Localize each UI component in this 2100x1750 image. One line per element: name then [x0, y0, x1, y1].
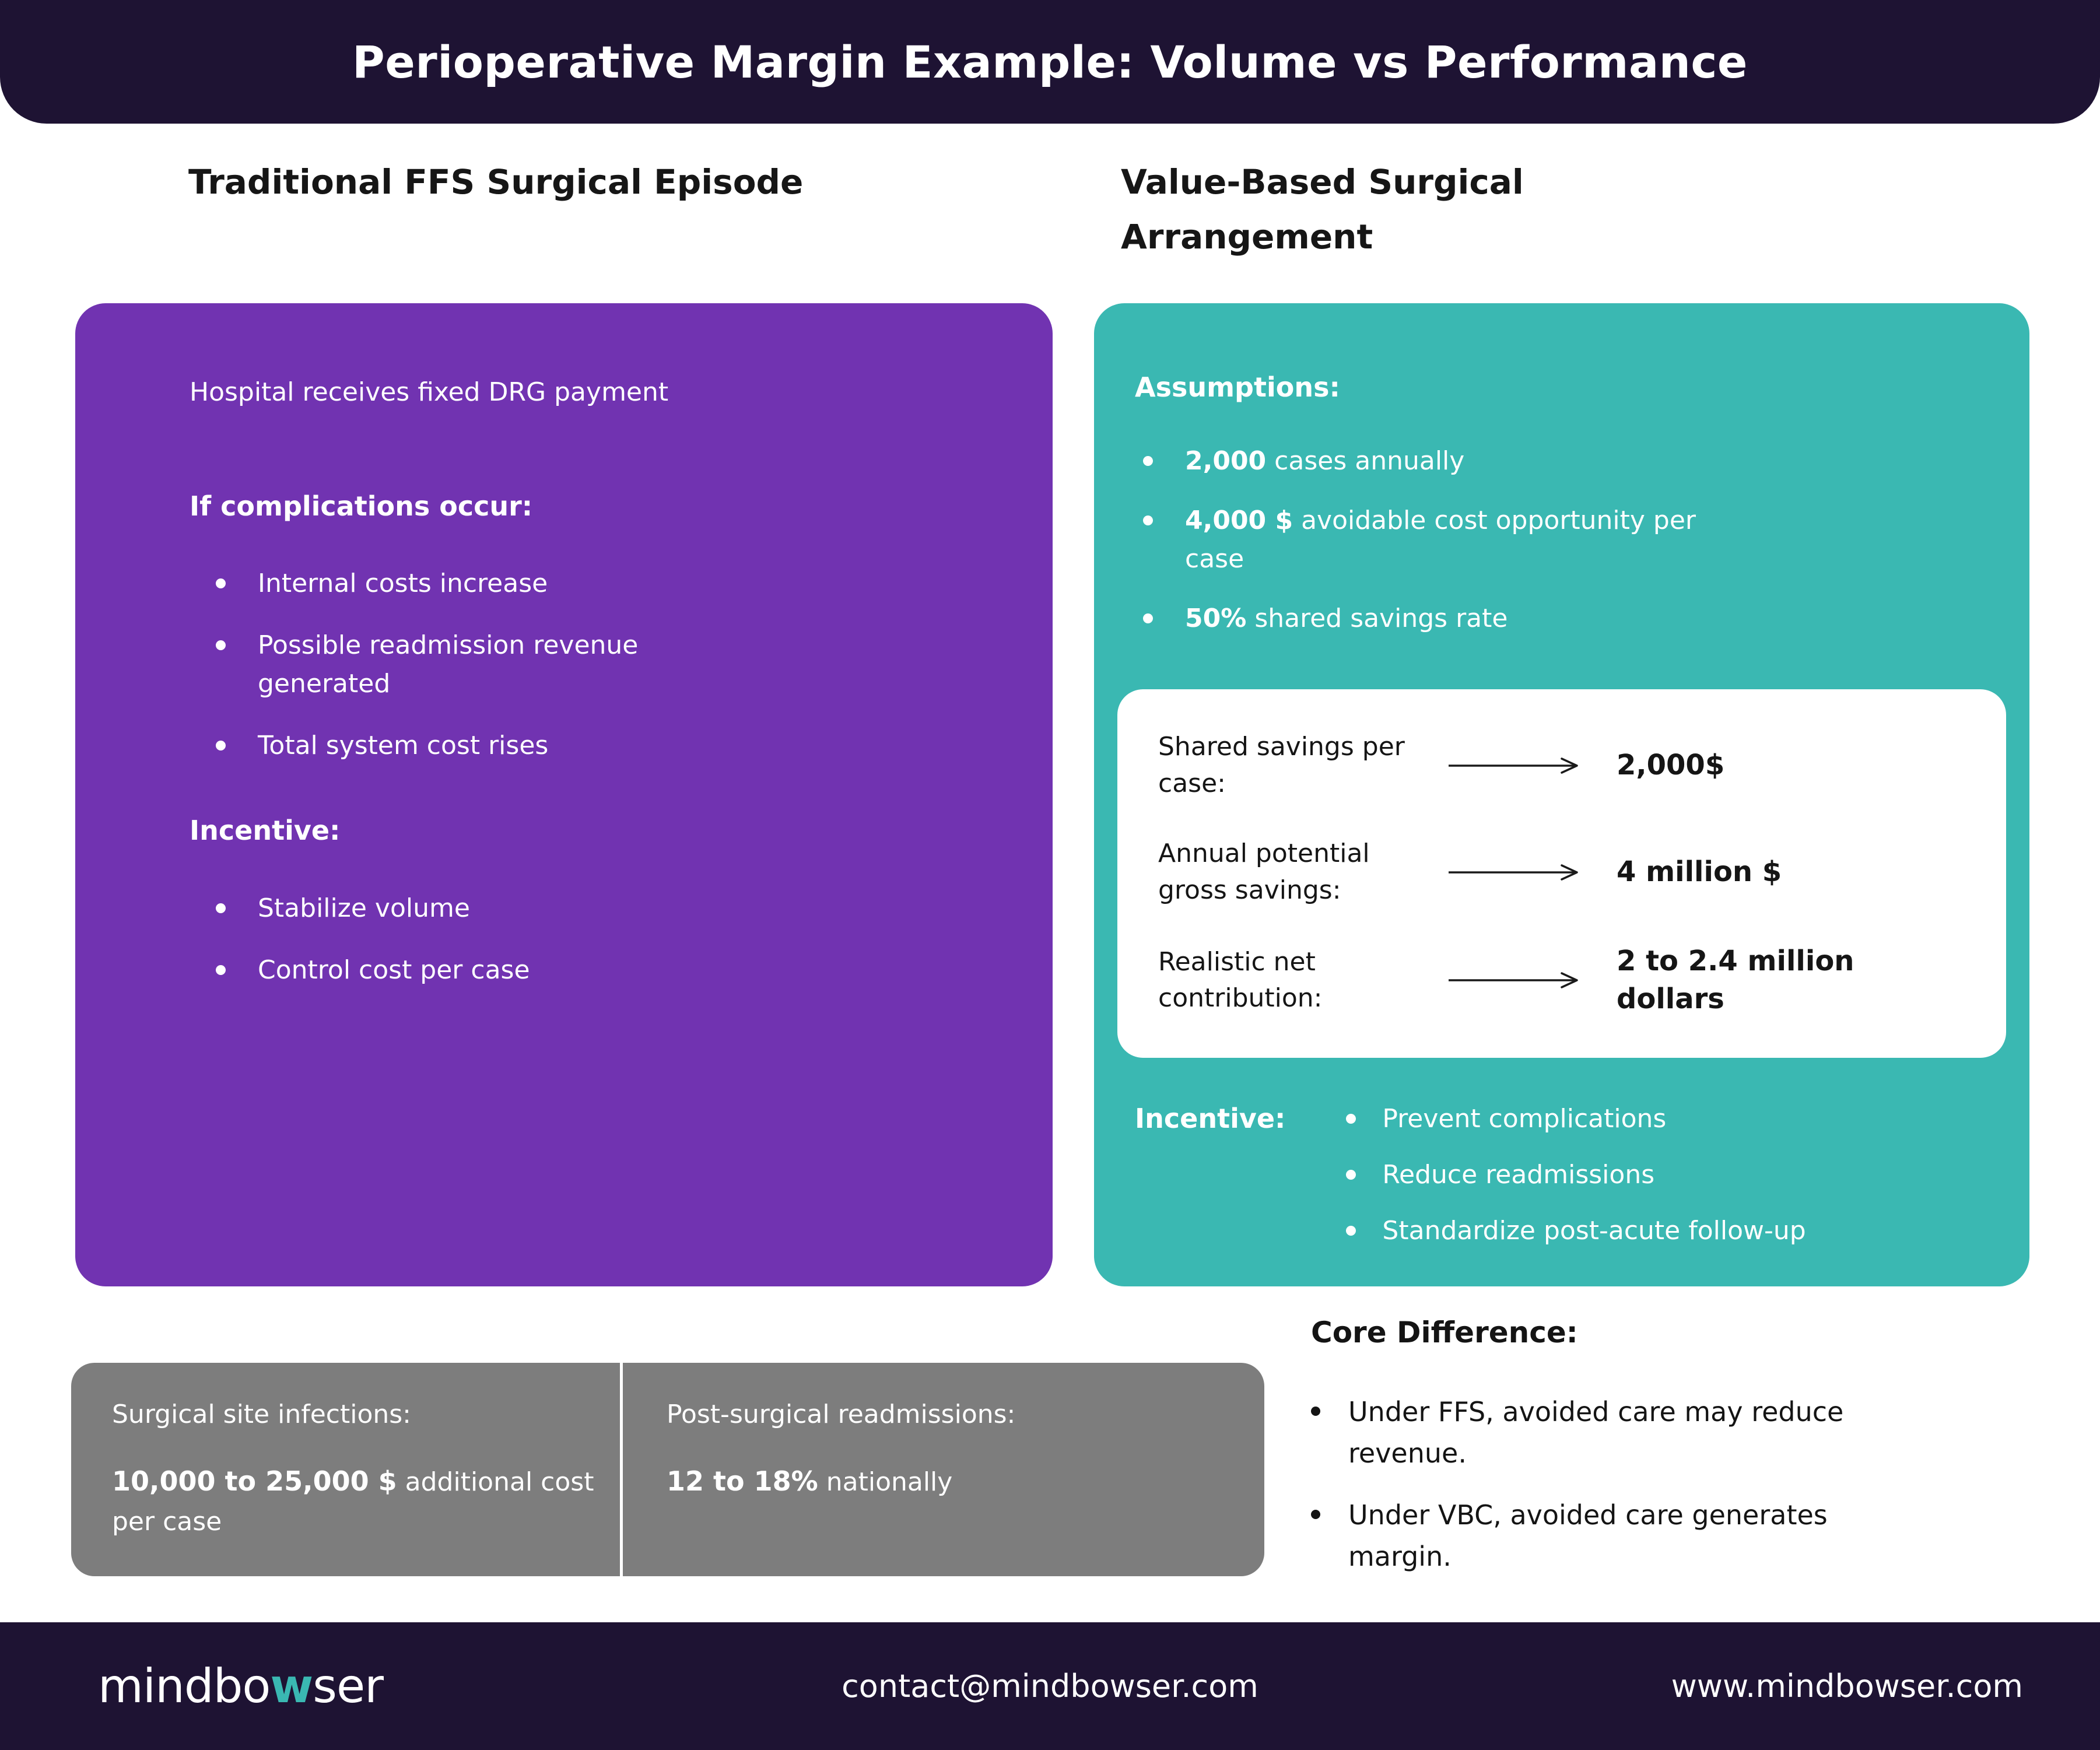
- assumption-value: 50%: [1185, 604, 1247, 634]
- savings-label: Shared savings per case:: [1158, 732, 1405, 798]
- bullet-dot-icon: [1346, 1169, 1356, 1180]
- stat-value: 12 to 18% nationally: [667, 1461, 1155, 1502]
- logo-accent-letter: w: [270, 1659, 313, 1713]
- core-difference: Core Difference: Under FFS, avoided care…: [1311, 1316, 2081, 1577]
- list-item-text: 50% shared savings rate: [1185, 599, 1507, 638]
- stat-value-bold: 10,000 to 25,000 $: [112, 1465, 397, 1497]
- core-difference-heading: Core Difference:: [1311, 1316, 1578, 1349]
- website-link[interactable]: www.mindbowser.com: [1671, 1668, 2023, 1705]
- list-item-text: 2,000 cases annually: [1185, 442, 1464, 481]
- vbc-incentive-heading: Incentive:: [1135, 1102, 1286, 1134]
- list-item-text: Standardize post-acute follow-up: [1382, 1215, 1806, 1246]
- bullet-dot-icon: [1311, 1407, 1320, 1416]
- list-item-text: Total system cost rises: [258, 731, 549, 761]
- vbc-incentive-row: Incentive: Prevent complications Reduce …: [1135, 1100, 1996, 1250]
- list-item-text: Stabilize volume: [258, 893, 470, 923]
- page-title: Perioperative Margin Example: Volume vs …: [352, 36, 1748, 88]
- list-item: Possible readmission revenue generated: [190, 626, 1000, 703]
- vbc-assumptions-list: 2,000 cases annually 4,000 $ avoidable c…: [1135, 442, 1996, 638]
- ffs-complications-list: Internal costs increase Possible readmis…: [190, 564, 1000, 765]
- savings-row: Shared savings per case: 2,000$: [1158, 729, 1965, 802]
- bullet-dot-icon: [216, 741, 226, 751]
- list-item: Under FFS, avoided care may reduce reven…: [1311, 1391, 2081, 1475]
- savings-row: Annual potential gross savings: 4 millio…: [1158, 836, 1965, 909]
- savings-label: Realistic net contribution:: [1158, 946, 1323, 1013]
- assumption-rest: shared savings rate: [1246, 604, 1508, 634]
- stat-label: Post-surgical readmissions:: [667, 1400, 1016, 1429]
- bullet-dot-icon: [216, 640, 226, 651]
- list-item: 2,000 cases annually: [1135, 442, 1996, 481]
- ffs-incentive-heading: Incentive:: [190, 815, 341, 847]
- stat-value-rest: additional cost per case: [112, 1467, 594, 1537]
- stat-surgical-site-infections: Surgical site infections: 10,000 to 25,0…: [71, 1363, 620, 1576]
- list-item: Prevent complications: [1338, 1100, 1805, 1138]
- savings-value: 4 million $: [1617, 855, 1782, 889]
- bullet-dot-icon: [1346, 1225, 1356, 1236]
- stat-label: Surgical site infections:: [112, 1400, 412, 1429]
- bullet-dot-icon: [216, 965, 226, 975]
- footer-inner: mindbowser contact@mindbowser.com www.mi…: [0, 1622, 2100, 1750]
- stat-post-surgical-readmissions: Post-surgical readmissions: 12 to 18% na…: [623, 1363, 1264, 1576]
- right-arrow-icon: [1449, 757, 1578, 774]
- stat-value: 10,000 to 25,000 $ additional cost per c…: [112, 1461, 597, 1542]
- savings-value: 2 to 2.4 million dollars: [1617, 945, 1854, 1016]
- bullet-dot-icon: [216, 578, 226, 589]
- list-item: Reduce readmissions: [1338, 1156, 1805, 1194]
- vertical-divider: [620, 1363, 623, 1576]
- bullet-dot-icon: [1311, 1509, 1320, 1519]
- mindbowser-logo: mindbowser: [98, 1659, 384, 1713]
- bullet-dot-icon: [1143, 613, 1153, 624]
- list-item-text: Internal costs increase: [258, 569, 548, 599]
- ffs-intro: Hospital receives fixed DRG payment: [190, 377, 669, 407]
- list-item-text: Possible readmission revenue generated: [258, 630, 639, 699]
- header-bar: Perioperative Margin Example: Volume vs …: [0, 0, 2100, 124]
- right-column-heading: Value-Based Surgical Arrangement: [1121, 162, 1524, 257]
- bullet-dot-icon: [216, 903, 226, 913]
- assumption-rest: avoidable cost opportunity per case: [1185, 506, 1696, 574]
- ffs-incentive-list: Stabilize volume Control cost per case: [190, 889, 1000, 990]
- right-arrow-icon: [1449, 972, 1578, 988]
- bullet-dot-icon: [1143, 456, 1153, 467]
- list-item: Stabilize volume: [190, 889, 1000, 928]
- list-item-text: Under VBC, avoided care generates margin…: [1348, 1499, 1828, 1572]
- stat-value-rest: nationally: [818, 1467, 953, 1497]
- list-item-text: 4,000 $ avoidable cost opportunity per c…: [1185, 501, 1739, 578]
- ffs-panel: Hospital receives fixed DRG payment If c…: [75, 303, 1053, 1286]
- list-item: Under VBC, avoided care generates margin…: [1311, 1495, 2081, 1578]
- left-column-heading: Traditional FFS Surgical Episode: [188, 162, 804, 202]
- right-arrow-icon: [1449, 864, 1578, 881]
- assumption-value: 4,000 $: [1185, 506, 1293, 536]
- core-difference-list: Under FFS, avoided care may reduce reven…: [1311, 1391, 2081, 1577]
- contact-email-link[interactable]: contact@mindbowser.com: [842, 1668, 1258, 1705]
- stat-value-bold: 12 to 18%: [667, 1465, 818, 1497]
- stats-box: Surgical site infections: 10,000 to 25,0…: [71, 1363, 1264, 1576]
- vbc-assumptions-heading: Assumptions:: [1135, 371, 1340, 403]
- list-item-text: Prevent complications: [1382, 1103, 1667, 1134]
- savings-box: Shared savings per case: 2,000$ Annual p…: [1117, 689, 2006, 1058]
- list-item-text: Control cost per case: [258, 955, 530, 985]
- bullet-dot-icon: [1143, 515, 1153, 526]
- savings-row: Realistic net contribution: 2 to 2.4 mil…: [1158, 942, 1965, 1018]
- list-item-text: Under FFS, avoided care may reduce reven…: [1348, 1396, 1844, 1470]
- ffs-complications-heading: If complications occur:: [190, 490, 533, 522]
- assumption-rest: cases annually: [1266, 446, 1465, 476]
- logo-part: ser: [313, 1659, 384, 1713]
- list-item-text: Reduce readmissions: [1382, 1159, 1655, 1190]
- logo-part: mindbo: [98, 1659, 271, 1713]
- savings-label: Annual potential gross savings:: [1158, 839, 1370, 905]
- footer-bar: mindbowser contact@mindbowser.com www.mi…: [0, 1622, 2100, 1750]
- assumption-value: 2,000: [1185, 446, 1267, 476]
- vbc-incentive-list: Prevent complications Reduce readmission…: [1338, 1100, 1806, 1250]
- list-item: 4,000 $ avoidable cost opportunity per c…: [1135, 501, 1996, 578]
- savings-value: 2,000$: [1617, 749, 1725, 782]
- list-item: 50% shared savings rate: [1135, 599, 1996, 638]
- list-item: Total system cost rises: [190, 727, 1000, 765]
- list-item: Internal costs increase: [190, 564, 1000, 603]
- list-item: Control cost per case: [190, 951, 1000, 990]
- vbc-panel: Assumptions: 2,000 cases annually 4,000 …: [1094, 303, 2029, 1286]
- bullet-dot-icon: [1346, 1113, 1356, 1124]
- list-item: Standardize post-acute follow-up: [1338, 1212, 1806, 1250]
